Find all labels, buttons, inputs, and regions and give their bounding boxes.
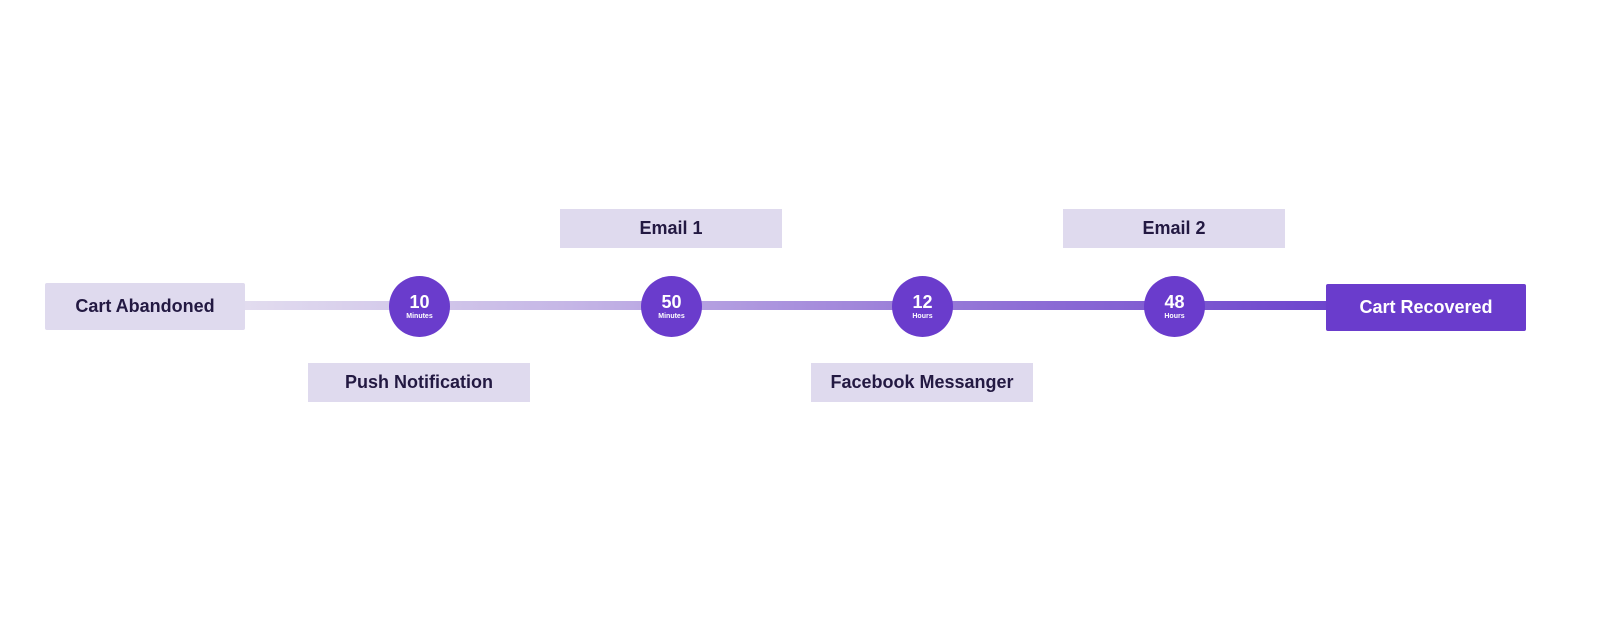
cart-abandoned-box: Cart Abandoned (45, 283, 245, 330)
step-4-value: 48 (1164, 291, 1185, 312)
step-1-channel: Push Notification (345, 372, 493, 392)
step-node-3: 12 Hours (892, 276, 953, 337)
step-1-value: 10 (409, 291, 430, 312)
timeline-track (245, 301, 1327, 310)
push-notification-label: Push Notification (308, 363, 530, 402)
step-4-unit: Hours (1164, 312, 1185, 320)
step-3-channel: Facebook Messanger (830, 372, 1014, 392)
step-3-value: 12 (912, 291, 933, 312)
step-2-channel: Email 1 (639, 218, 703, 238)
facebook-messanger-label: Facebook Messanger (811, 363, 1033, 402)
cart-recovered-label: Cart Recovered (1359, 297, 1493, 317)
step-node-2: 50 Minutes (641, 276, 702, 337)
step-4-channel: Email 2 (1142, 218, 1206, 238)
step-3-unit: Hours (912, 312, 933, 320)
step-2-unit: Minutes (658, 312, 685, 320)
cart-abandoned-label: Cart Abandoned (75, 296, 215, 316)
step-node-4: 48 Hours (1144, 276, 1205, 337)
step-2-value: 50 (661, 291, 682, 312)
email-2-label: Email 2 (1063, 209, 1285, 248)
cart-recovered-box: Cart Recovered (1326, 284, 1526, 331)
step-node-1: 10 Minutes (389, 276, 450, 337)
step-1-unit: Minutes (406, 312, 433, 320)
email-1-label: Email 1 (560, 209, 782, 248)
